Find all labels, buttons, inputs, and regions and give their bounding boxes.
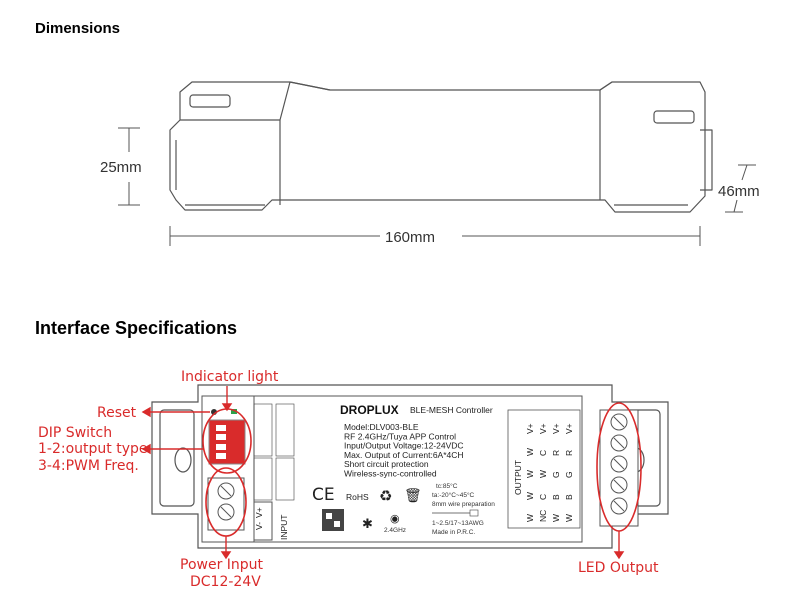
length-dimension	[169, 226, 701, 246]
brand-logo: DROPLUX	[340, 403, 399, 417]
height-label: 25mm	[100, 159, 142, 176]
bluetooth-icon: ✱	[362, 517, 373, 532]
power-callout-line1: Power Input	[180, 557, 264, 573]
case-outline	[169, 81, 706, 213]
spec-line: Input/Output Voltage:12-24VDC	[344, 441, 464, 451]
output-cell: NC	[538, 510, 548, 522]
interface-title: Interface Specifications	[35, 318, 238, 338]
temp-tc: tc:85°C	[436, 482, 458, 490]
product-name: BLE-MESH Controller	[410, 405, 493, 415]
output-cell: V+	[551, 423, 561, 434]
output-cell: W	[525, 470, 535, 478]
output-cell: C	[538, 494, 548, 500]
output-cell: B	[564, 494, 574, 500]
output-cell: C	[538, 450, 548, 456]
spec-line: Short circuit protection	[344, 459, 429, 469]
width-label: 46mm	[718, 183, 760, 200]
wire-gauge: 1~2.5/17~13AWG	[432, 520, 484, 527]
spec-line: Max. Output of Current:6A*4CH	[344, 450, 464, 460]
width-dimension	[725, 164, 756, 213]
case-edge	[599, 81, 613, 91]
ghz-label: 2.4GHz	[384, 527, 406, 534]
output-label: OUTPUT	[513, 460, 523, 495]
input-pin: V+	[254, 507, 264, 518]
dip-callout-title: DIP Switch	[38, 425, 112, 441]
output-cell: B	[551, 494, 561, 500]
led-output-callout: LED Output	[578, 560, 659, 576]
input-label: INPUT	[279, 515, 289, 541]
input-pin: V-	[254, 522, 264, 530]
spec-line: Model:DLV003-BLE	[344, 422, 419, 432]
ce-mark: CE	[312, 485, 335, 505]
temp-ta: ta:-20°C~45°C	[432, 491, 475, 499]
rohs-mark: RoHS	[346, 492, 369, 502]
mount-tab-right	[653, 110, 695, 124]
output-cell: W	[525, 448, 535, 456]
screw-slot	[613, 479, 625, 491]
input-pins: V- V+	[254, 507, 264, 530]
output-table	[507, 409, 581, 529]
output-cell: W	[525, 492, 535, 500]
screw-slot	[613, 437, 625, 449]
spec-line: Wireless-sync-controlled	[344, 469, 437, 479]
indicator-led	[231, 409, 237, 414]
qr-code	[322, 509, 344, 531]
dip-callout-line2: 3-4:PWM Freq.	[38, 458, 139, 474]
indicator-callout: Indicator light	[181, 369, 279, 385]
output-cell: R	[551, 450, 561, 456]
output-cell: G	[551, 471, 561, 478]
dip-switch[interactable]	[208, 419, 246, 465]
made-in: Made in P.R.C.	[432, 529, 475, 536]
dimensions-title: Dimensions	[35, 20, 121, 37]
output-cell: V+	[525, 423, 535, 434]
screw-slot	[613, 416, 625, 428]
screw-slot	[613, 458, 625, 470]
wifi-icon: ◉	[390, 512, 400, 525]
reset-callout: Reset	[97, 405, 137, 421]
spec-line: RF 2.4GHz/Tuya APP Control	[344, 431, 456, 441]
mount-tab-left	[189, 94, 231, 108]
weee-bin-icon: 🗑	[404, 488, 422, 504]
output-cell: V+	[538, 423, 548, 434]
power-callout-line2: DC12-24V	[190, 574, 261, 590]
case-edge	[180, 81, 291, 121]
output-cell: W	[564, 514, 574, 522]
wire-prep: 8mm wire preparation	[432, 501, 495, 508]
recycle-icon: ♻	[379, 487, 392, 505]
screw-slot	[613, 500, 625, 512]
output-cell: V+	[564, 423, 574, 434]
output-cell: W	[538, 470, 548, 478]
output-cell: G	[564, 471, 574, 478]
output-cell: R	[564, 450, 574, 456]
height-dimension	[118, 127, 140, 206]
dip-callout-line1: 1-2:output type	[38, 441, 147, 457]
mount-hole-left	[174, 447, 192, 473]
output-cell: W	[551, 514, 561, 522]
length-label: 160mm	[385, 229, 435, 246]
output-cell: W	[525, 514, 535, 522]
